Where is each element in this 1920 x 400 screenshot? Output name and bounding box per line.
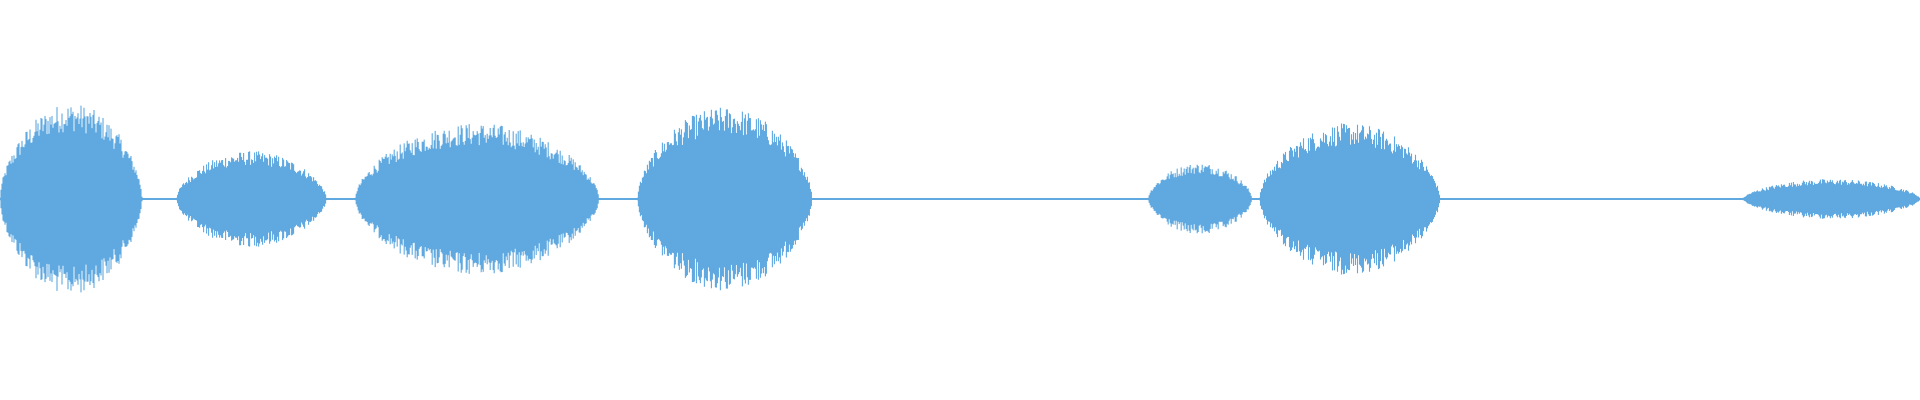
waveform-burst-4 <box>636 107 812 291</box>
waveform-burst-7 <box>1742 179 1920 219</box>
waveform-bars <box>0 105 1920 293</box>
waveform-burst-2 <box>176 151 327 247</box>
waveform-burst-1 <box>0 105 143 293</box>
waveform-burst-6 <box>1258 123 1441 275</box>
waveform-burst-3 <box>354 124 599 274</box>
waveform-burst-5 <box>1147 164 1252 234</box>
